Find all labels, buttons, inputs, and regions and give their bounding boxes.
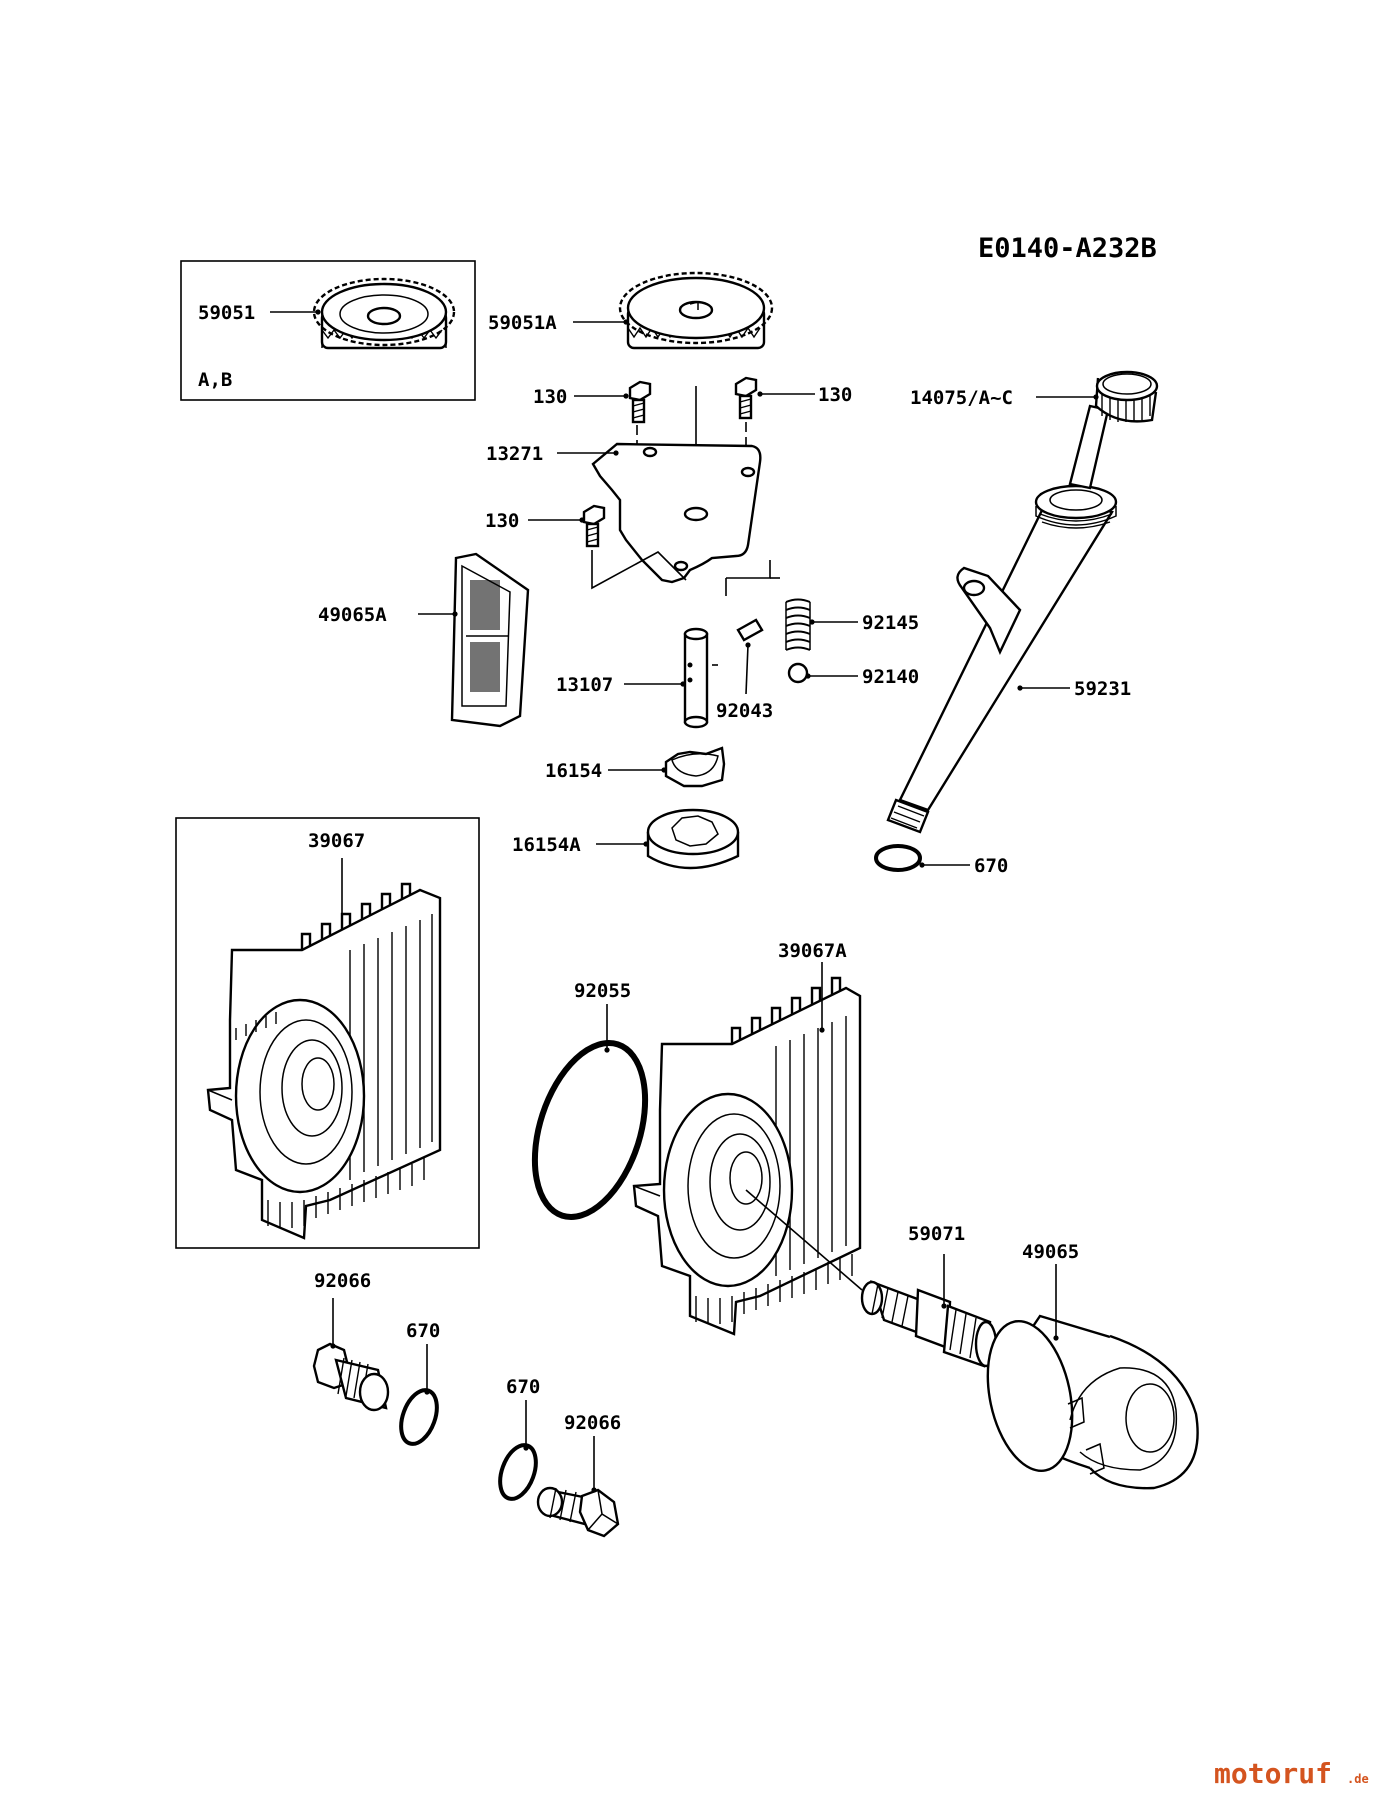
label-39067A: 39067A bbox=[778, 940, 847, 962]
bolt-130-left[interactable] bbox=[628, 380, 652, 448]
nipple-59071[interactable] bbox=[860, 1280, 998, 1368]
bolt-130-lower[interactable] bbox=[582, 504, 606, 560]
oil-filler-pipe-59231[interactable] bbox=[886, 484, 1118, 834]
label-130-c: 130 bbox=[485, 510, 519, 532]
pin-92043[interactable] bbox=[736, 618, 764, 642]
watermark-logo: motoruf .de bbox=[1214, 1757, 1369, 1790]
ball-92140[interactable] bbox=[787, 662, 809, 684]
label-59071: 59071 bbox=[908, 1223, 965, 1245]
label-92066-b: 92066 bbox=[564, 1412, 621, 1434]
label-ab: A,B bbox=[198, 369, 232, 391]
diagram-code: E0140-A232B bbox=[978, 233, 1157, 264]
oil-cooler-cover-39067[interactable] bbox=[206, 882, 442, 1240]
label-16154A: 16154A bbox=[512, 834, 581, 856]
label-59051: 59051 bbox=[198, 302, 255, 324]
label-49065A: 49065A bbox=[318, 604, 387, 626]
label-92145: 92145 bbox=[862, 612, 919, 634]
drain-plug-92066-lower[interactable] bbox=[536, 1486, 620, 1538]
o-ring-670-lower[interactable] bbox=[493, 1440, 542, 1504]
inner-rotor-16154[interactable] bbox=[664, 746, 726, 788]
label-92043: 92043 bbox=[716, 700, 773, 722]
dipstick-cap-14075[interactable] bbox=[1068, 370, 1159, 490]
label-39067: 39067 bbox=[308, 830, 365, 852]
outer-rotor-16154A[interactable] bbox=[646, 808, 740, 870]
o-ring-92055[interactable] bbox=[515, 1029, 666, 1231]
label-92140: 92140 bbox=[862, 666, 919, 688]
gear-59051[interactable] bbox=[312, 277, 456, 350]
o-ring-670-pipe[interactable] bbox=[874, 844, 922, 872]
label-16154: 16154 bbox=[545, 760, 602, 782]
label-670-a: 670 bbox=[974, 855, 1008, 877]
label-130-a: 130 bbox=[533, 386, 567, 408]
oil-filter-49065[interactable] bbox=[975, 1313, 1199, 1490]
label-13107: 13107 bbox=[556, 674, 613, 696]
shaft-13107[interactable] bbox=[683, 627, 709, 729]
oil-cooler-cover-39067A[interactable] bbox=[632, 976, 862, 1336]
label-14075: 14075/A~C bbox=[910, 387, 1013, 409]
drain-plug-92066-left[interactable] bbox=[312, 1342, 390, 1412]
spring-92145[interactable] bbox=[785, 598, 811, 651]
o-ring-670-left[interactable] bbox=[394, 1385, 443, 1449]
label-92066-a: 92066 bbox=[314, 1270, 371, 1292]
cover-plate-13271[interactable] bbox=[591, 442, 762, 584]
label-13271: 13271 bbox=[486, 443, 543, 465]
watermark-tld: .de bbox=[1347, 1772, 1369, 1786]
watermark-brand: motoruf bbox=[1214, 1757, 1332, 1790]
label-130-b: 130 bbox=[818, 384, 852, 406]
oil-screen-49065A[interactable] bbox=[450, 552, 530, 728]
optional-gear-box: 59051 A,B bbox=[180, 260, 476, 401]
label-670-c: 670 bbox=[506, 1376, 540, 1398]
label-92055: 92055 bbox=[574, 980, 631, 1002]
label-59231: 59231 bbox=[1074, 678, 1131, 700]
gear-59051A[interactable] bbox=[618, 271, 774, 350]
label-670-b: 670 bbox=[406, 1320, 440, 1342]
label-59051A: 59051A bbox=[488, 312, 557, 334]
bolt-130-right[interactable] bbox=[734, 376, 758, 447]
label-49065: 49065 bbox=[1022, 1241, 1079, 1263]
